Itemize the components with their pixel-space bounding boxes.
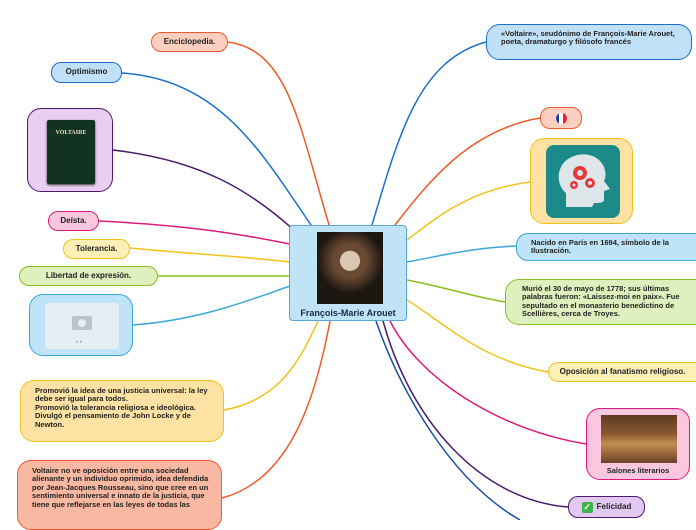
node-gear-image[interactable]: [530, 138, 633, 224]
link-felicidad: [382, 320, 569, 508]
node-oposicion[interactable]: Oposición al fanatismo religioso.: [548, 362, 696, 382]
link-oposicion: [406, 299, 549, 373]
voltaire-portrait: [317, 232, 383, 304]
node-image-placeholder[interactable]: • •: [29, 294, 133, 356]
link-flag: [394, 117, 541, 226]
central-title: François-Marie Arouet: [300, 308, 396, 318]
link-enciclopedia: [227, 41, 331, 229]
node-oposicion-label: Oposición al fanatismo religioso.: [559, 366, 686, 376]
node-book-image[interactable]: VOLTAIRE: [27, 108, 113, 192]
france-flag-icon: [555, 112, 567, 124]
link-optimismo: [121, 72, 314, 229]
node-nacido-text: Nacido en París en 1694, símbolo de la I…: [531, 238, 669, 256]
book-title: VOLTAIRE: [55, 130, 87, 136]
node-flag[interactable]: [540, 107, 582, 129]
node-enciclopedia-label: Enciclopedia.: [163, 36, 216, 46]
gear-head-image: [546, 145, 620, 218]
book-cover-image: VOLTAIRE: [47, 120, 95, 184]
pager-dots-icon: • •: [76, 340, 82, 346]
node-tolerancia[interactable]: Tolerancia.: [63, 239, 130, 259]
node-libertad-label: Libertad de expresión.: [45, 270, 132, 280]
link-salones: [389, 320, 587, 445]
node-seudonimo[interactable]: «Voltaire», seudónimo de François-Marie …: [486, 24, 692, 60]
link-deista: [98, 220, 291, 245]
link-nacido: [406, 245, 517, 263]
link-justicia: [223, 320, 319, 411]
node-salones-label: Salones literarios: [606, 466, 670, 475]
node-felicidad-label: Felicidad: [596, 501, 632, 511]
link-book: [112, 149, 297, 233]
link-seudonimo: [371, 41, 487, 226]
link-tolerancia: [129, 247, 291, 263]
node-murio-text: Murió el 30 de mayo de 1778; sus últimas…: [522, 284, 680, 319]
gear-head-icon: [558, 154, 610, 207]
node-deista[interactable]: Deísta.: [48, 211, 99, 231]
salon-painting-image: [601, 415, 677, 463]
link-gear: [406, 181, 531, 241]
node-felicidad[interactable]: ✓ Felicidad: [568, 496, 645, 518]
link-rousseau: [221, 320, 331, 499]
node-tolerancia-label: Tolerancia.: [75, 243, 118, 253]
node-justicia[interactable]: Promovió la idea de una justicia univers…: [20, 380, 224, 442]
node-seudonimo-text: «Voltaire», seudónimo de François-Marie …: [501, 29, 675, 47]
node-nacido[interactable]: Nacido en París en 1694, símbolo de la I…: [516, 233, 696, 261]
node-optimismo-label: Optimismo: [65, 67, 108, 77]
checkmark-icon: ✓: [581, 501, 593, 513]
node-optimismo[interactable]: Optimismo: [51, 62, 122, 83]
link-image: [132, 285, 291, 326]
camera-icon: [72, 316, 92, 330]
link-murio: [406, 279, 506, 303]
central-topic[interactable]: François-Marie Arouet: [289, 225, 407, 321]
node-justicia-text: Promovió la idea de una justicia univers…: [35, 386, 208, 429]
image-placeholder: • •: [45, 303, 119, 349]
node-libertad[interactable]: Libertad de expresión.: [19, 266, 158, 286]
node-deista-label: Deísta.: [60, 215, 87, 225]
link-offscreen: [375, 320, 521, 520]
node-salones[interactable]: Salones literarios: [586, 408, 690, 480]
node-enciclopedia[interactable]: Enciclopedia.: [151, 32, 228, 52]
node-rousseau-text: Voltaire no ve oposición entre una socie…: [32, 466, 209, 509]
node-murio[interactable]: Murió el 30 de mayo de 1778; sus últimas…: [505, 279, 696, 325]
